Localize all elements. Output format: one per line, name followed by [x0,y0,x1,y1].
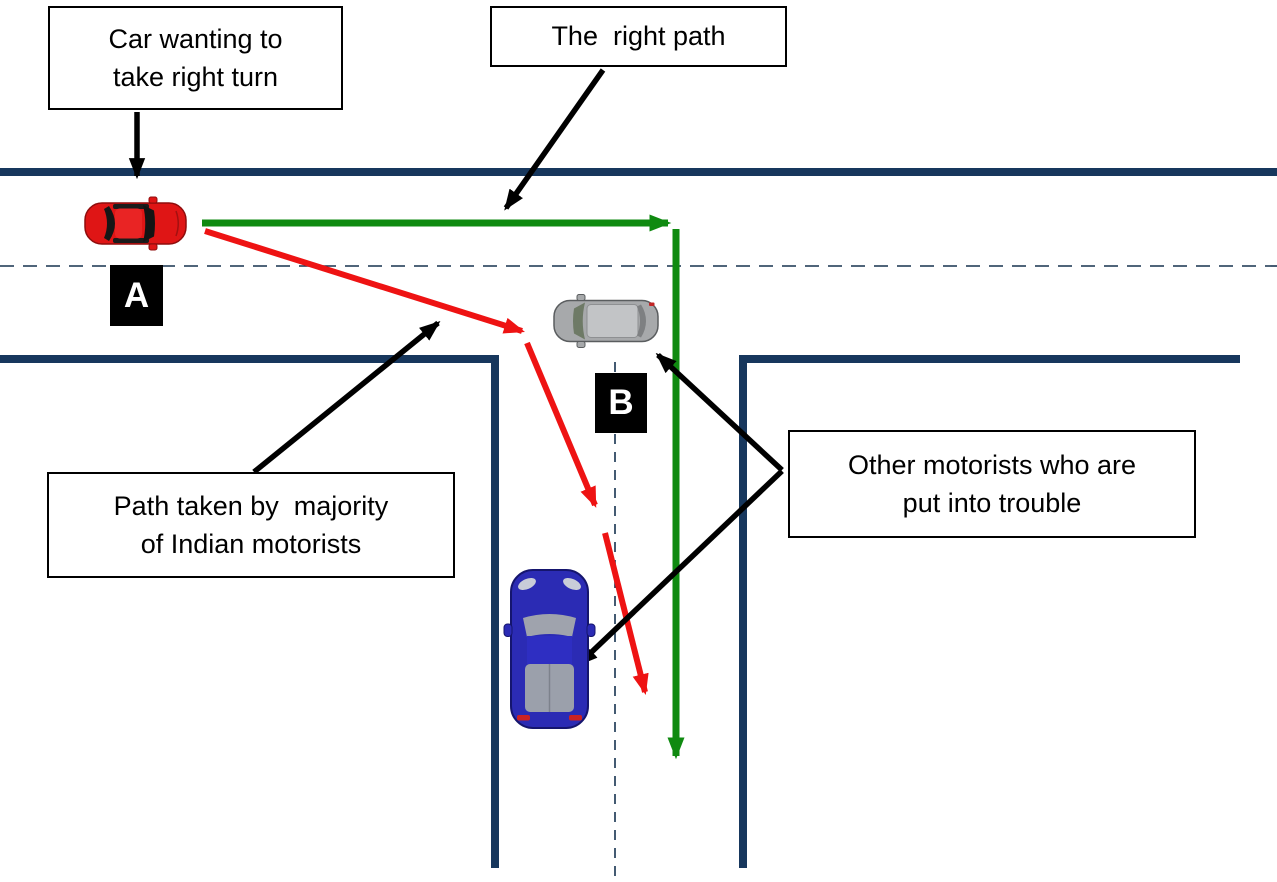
gray-car-rear-window [637,304,646,338]
blue-car-headlight-left [518,578,536,590]
red-wrong-path-segment-3 [602,532,649,696]
red-car-icon [84,196,187,251]
marker-b: B [595,373,647,433]
red-car-mirror-top [148,196,158,204]
blue-car-tail-light-right [569,715,582,721]
red-wrong-path-segment-1 [204,228,526,334]
blue-car-mirror-right [586,623,596,637]
callout-car-wanting: Car wanting to take right turn [48,6,343,110]
gray-car-windshield [573,302,585,340]
red-car-rear-window [104,206,115,241]
marker-a: A [110,265,163,326]
gray-car-tail-light [649,302,655,306]
callout-other-motorists: Other motorists who are put into trouble [788,430,1196,538]
road-bottom-left-edge [0,355,499,868]
red-car-windshield [143,205,155,242]
gray-car-mirror-top [576,294,586,301]
red-car-mirror-bottom [148,243,158,251]
blue-car-roof [527,636,572,664]
blue-car-windshield [523,614,576,637]
blue-car-icon [503,569,596,729]
blue-car-mirror-left [503,623,513,637]
red-wrong-path-segment-2 [524,341,598,508]
gray-car-mirror-bottom [576,341,586,348]
blue-car-tail-light-left [517,715,530,721]
blue-car-headlight-right [563,578,581,590]
callout-majority-path: Path taken by majority of Indian motoris… [47,472,455,578]
callout-arrow-other-motorists-to-gray-car [655,352,784,473]
callout-arrow-other-motorists-to-blue-car [576,469,784,667]
gray-car-roof [586,304,639,338]
callout-right-path: The right path [490,6,787,67]
callout-arrow-majority-path [252,320,441,475]
red-car-roof [115,208,142,239]
callout-arrow-right-path [503,68,606,211]
gray-car-icon [553,294,659,348]
road-bottom-right-edge [739,355,1240,868]
